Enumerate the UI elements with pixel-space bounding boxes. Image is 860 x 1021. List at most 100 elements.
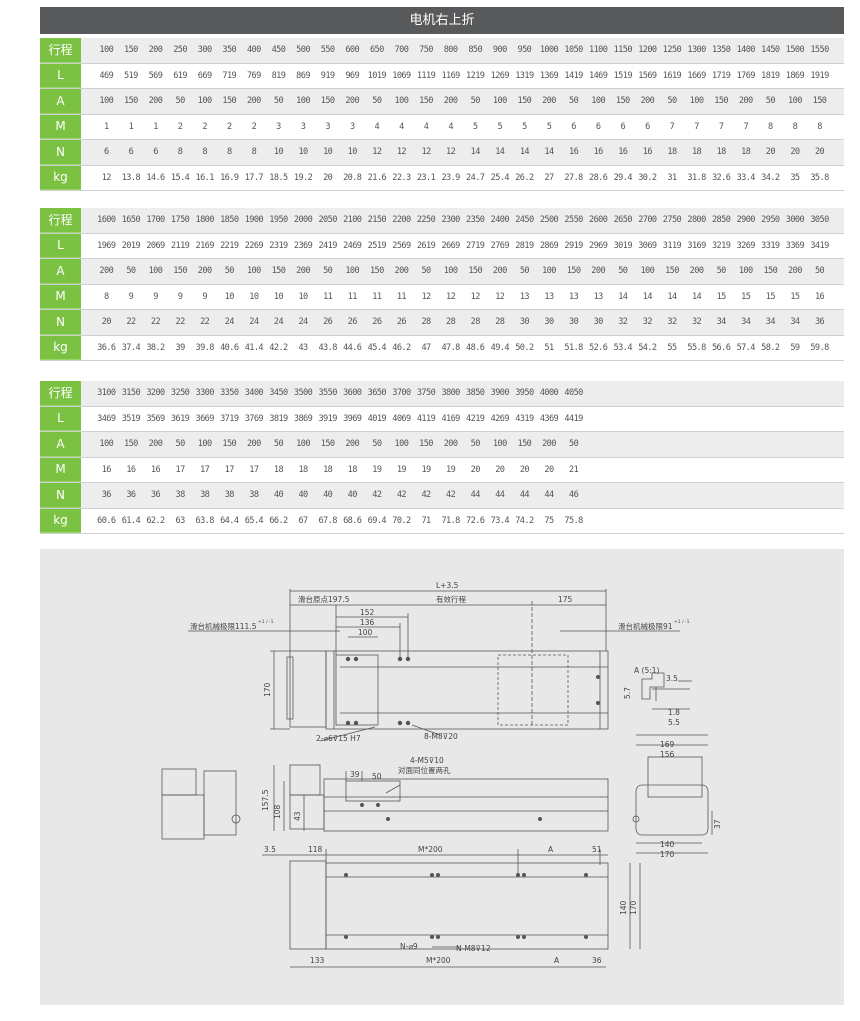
table-cell: 50.2 bbox=[515, 342, 534, 353]
table-cell: 150 bbox=[812, 96, 827, 107]
table-cell: 41.4 bbox=[244, 342, 264, 353]
table-cell: 43.8 bbox=[318, 342, 337, 353]
table-cell: 1550 bbox=[810, 45, 829, 56]
table-cell: 8 bbox=[792, 121, 798, 132]
table-cell: 2469 bbox=[343, 240, 362, 251]
table-cell: 800 bbox=[443, 45, 458, 56]
table-cell: 2169 bbox=[195, 240, 215, 251]
table-cell: 519 bbox=[124, 70, 138, 81]
table-cell: 16 bbox=[618, 147, 628, 158]
table-cell: 50 bbox=[814, 266, 825, 277]
m8-note: 8-M8⊽20 bbox=[424, 732, 458, 741]
table-cell: 17 bbox=[249, 464, 259, 475]
table-cell: 34 bbox=[716, 317, 727, 328]
table-cell: 4000 bbox=[539, 388, 559, 399]
table-cell: 1769 bbox=[736, 70, 756, 81]
table-cell: 66.2 bbox=[269, 515, 288, 526]
row-label: 行程 bbox=[40, 38, 81, 63]
table-cell: 37.4 bbox=[121, 342, 141, 353]
table-cell: 100 bbox=[197, 96, 212, 107]
table-cell: 200 bbox=[591, 266, 606, 277]
table-cell: 150 bbox=[320, 439, 335, 450]
table-cell: 20 bbox=[814, 147, 825, 158]
table-cell: 1369 bbox=[539, 70, 559, 81]
table-cell: 3350 bbox=[220, 388, 239, 399]
table-cell: 64.4 bbox=[220, 515, 239, 526]
table-cell: 450 bbox=[271, 45, 286, 56]
table-cell: 1619 bbox=[662, 70, 682, 81]
dim-b-m200-b: M*200 bbox=[426, 956, 451, 965]
row-label: L bbox=[40, 406, 81, 431]
table-cell: 1350 bbox=[711, 45, 731, 56]
table-cell: 3519 bbox=[121, 413, 141, 424]
table-cell: 469 bbox=[99, 70, 114, 81]
table-cell: 1450 bbox=[761, 45, 780, 56]
table-cell: 31.8 bbox=[687, 172, 706, 183]
table-cell: 2550 bbox=[564, 215, 583, 226]
table-cell: 200 bbox=[738, 96, 753, 107]
table-cell: 9 bbox=[128, 291, 134, 302]
table-cell: 14 bbox=[470, 147, 481, 158]
table-cell: 16 bbox=[593, 147, 604, 158]
table-cell: 769 bbox=[246, 70, 261, 81]
table-cell: 10 bbox=[298, 291, 308, 302]
table-cell: 45.4 bbox=[367, 342, 387, 353]
table-cell: 13.8 bbox=[121, 172, 141, 183]
table-cell: 59 bbox=[790, 342, 800, 353]
m5-note: 4-M5⊽10 bbox=[410, 756, 444, 765]
table-cell: 50 bbox=[569, 439, 579, 450]
table-cell: 2719 bbox=[466, 240, 485, 251]
table-cell: 150 bbox=[517, 439, 532, 450]
table-cell: 1300 bbox=[687, 45, 706, 56]
table-cell: 719 bbox=[222, 70, 237, 81]
table-cell: 2819 bbox=[515, 240, 534, 251]
table-cell: 19 bbox=[396, 464, 407, 475]
table-cell: 28 bbox=[470, 317, 481, 328]
table-cell: 100 bbox=[148, 266, 163, 277]
table-cell: 2769 bbox=[490, 240, 510, 251]
table-cell: 1569 bbox=[638, 70, 657, 81]
table-cell: 2500 bbox=[539, 215, 559, 226]
table-cell: 1050 bbox=[564, 45, 583, 56]
row-label: N bbox=[40, 483, 81, 508]
table-cell: 2519 bbox=[367, 240, 387, 251]
table-cell: 20.8 bbox=[343, 172, 362, 183]
table-cell: 60.6 bbox=[97, 515, 116, 526]
table-cell: 4019 bbox=[367, 413, 387, 424]
table-cell: 150 bbox=[271, 266, 286, 277]
table-cell: 700 bbox=[394, 45, 409, 56]
table-cell: 1719 bbox=[711, 70, 731, 81]
table-cell: 2800 bbox=[687, 215, 706, 226]
row-label: A bbox=[40, 432, 81, 457]
table-cell: 950 bbox=[517, 45, 532, 56]
table-cell: 20 bbox=[101, 317, 112, 328]
table-cell: 35.8 bbox=[810, 172, 829, 183]
table-cell: 3819 bbox=[269, 413, 288, 424]
table-cell: 869 bbox=[296, 70, 310, 81]
table-cell: 1 bbox=[128, 121, 134, 132]
dim-b-118: 118 bbox=[308, 845, 323, 854]
table-cell: 2900 bbox=[736, 215, 756, 226]
table-cell: 1900 bbox=[244, 215, 264, 226]
table-cell: 4069 bbox=[392, 413, 411, 424]
table-cell: 2119 bbox=[170, 240, 190, 251]
table-cell: 65.4 bbox=[244, 515, 264, 526]
dim-100: 100 bbox=[358, 628, 373, 637]
table-cell: 100 bbox=[689, 96, 704, 107]
table-cell: 3469 bbox=[97, 413, 116, 424]
table-cell: 50 bbox=[273, 439, 284, 450]
table-cell: 22 bbox=[175, 317, 186, 328]
table-cell: 150 bbox=[320, 96, 335, 107]
table-cell: 3050 bbox=[810, 215, 829, 226]
table-cell: 1669 bbox=[687, 70, 706, 81]
table-cell: 6 bbox=[620, 121, 626, 132]
table-cell: 2100 bbox=[343, 215, 362, 226]
table-cell: 4319 bbox=[515, 413, 534, 424]
table-cell: 1950 bbox=[269, 215, 288, 226]
table-cell: 1400 bbox=[736, 45, 756, 56]
table-cell: 38 bbox=[224, 490, 235, 501]
table-cell: 2369 bbox=[293, 240, 313, 251]
table-cell: 6 bbox=[645, 121, 650, 132]
dim-origin: 滑台原点197.5 bbox=[298, 594, 350, 604]
